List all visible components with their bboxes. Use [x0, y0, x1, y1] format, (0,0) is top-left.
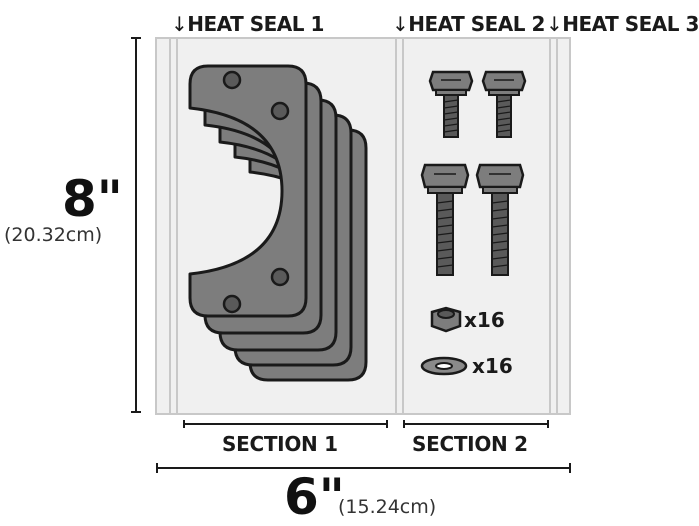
width-metric: (15.24cm) — [338, 496, 437, 518]
packaging-diagram — [131, 37, 571, 473]
down-arrow-icon: ↓ — [546, 12, 563, 36]
washer-icon — [420, 356, 468, 376]
heat-seal-1-text: HEAT SEAL 1 — [187, 12, 324, 36]
nut-icon — [430, 306, 462, 333]
nut-quantity: x16 — [464, 308, 505, 332]
width-value: 6" — [284, 468, 345, 526]
bracket-plates — [188, 64, 368, 382]
section-1-label: SECTION 1 — [222, 432, 338, 456]
height-value: 8" — [62, 170, 123, 228]
section-2-label: SECTION 2 — [412, 432, 528, 456]
heat-seal-3-label: ↓HEAT SEAL 3 — [546, 12, 699, 36]
height-metric: (20.32cm) — [4, 224, 103, 246]
heat-seal-2-text: HEAT SEAL 2 — [408, 12, 545, 36]
heat-seal-1-label: ↓HEAT SEAL 1 — [171, 12, 324, 36]
down-arrow-icon: ↓ — [392, 12, 409, 36]
heat-seal-3-text: HEAT SEAL 3 — [562, 12, 699, 36]
heat-seal-2-label: ↓HEAT SEAL 2 — [392, 12, 545, 36]
down-arrow-icon: ↓ — [171, 12, 188, 36]
washer-quantity: x16 — [472, 354, 513, 378]
